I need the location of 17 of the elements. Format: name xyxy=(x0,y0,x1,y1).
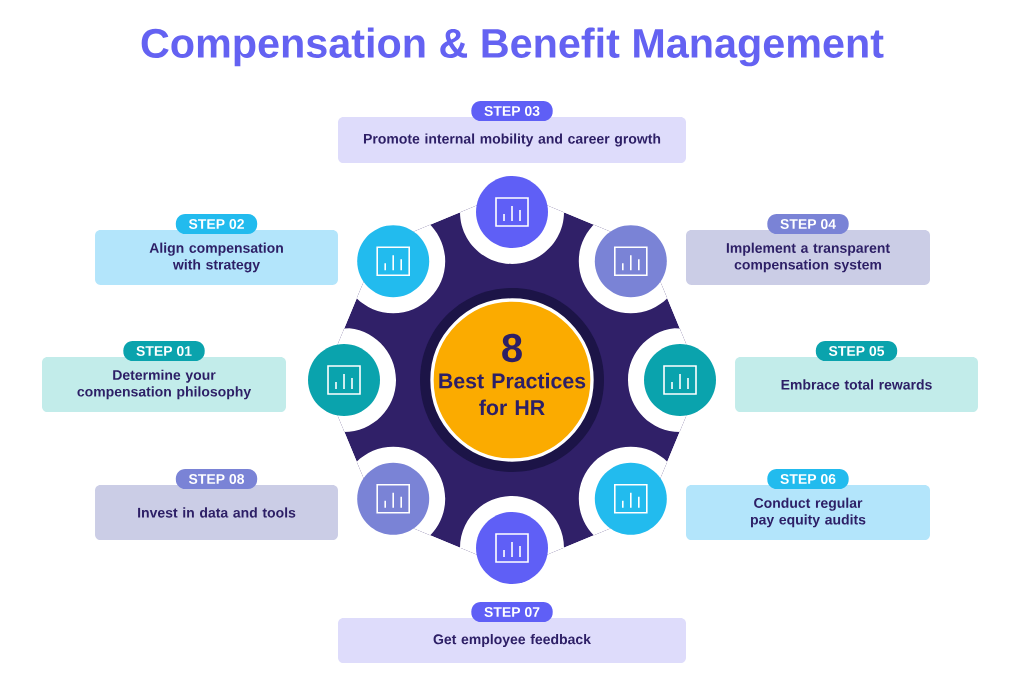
step-box: Embrace total rewards xyxy=(735,357,978,412)
step-box: Determine your compensation philosophy xyxy=(42,357,286,412)
step-badge: STEP 04 xyxy=(767,214,849,234)
step-badge: STEP 07 xyxy=(471,602,553,622)
step-box: Get employee feedback xyxy=(338,617,686,664)
step-box: Align compensation with strategy xyxy=(95,230,338,285)
step-badge: STEP 01 xyxy=(123,341,205,361)
step-badge: STEP 08 xyxy=(175,469,258,489)
step-badge: STEP 03 xyxy=(471,101,553,121)
step-box: Promote internal mobility and career growth xyxy=(338,117,686,163)
step-box: Conduct regular pay equity audits xyxy=(686,485,930,540)
step-box: Invest in data and tools xyxy=(95,485,338,540)
title: Compensation & Benefit Management xyxy=(141,27,884,67)
step-box: Implement a transparent compensation system xyxy=(686,230,930,285)
step-badge: STEP 02 xyxy=(175,214,258,234)
step-badge: STEP 06 xyxy=(767,469,849,489)
step-badge: STEP 05 xyxy=(815,341,898,361)
